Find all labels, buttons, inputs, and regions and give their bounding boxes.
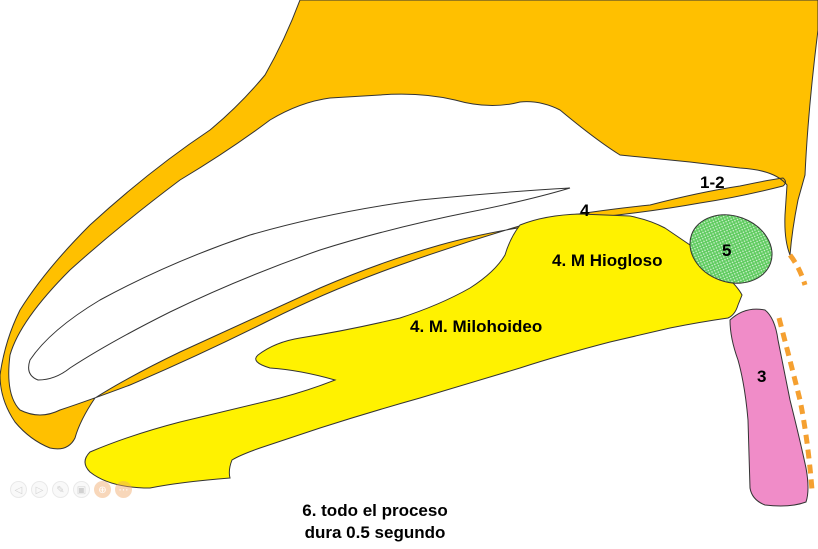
larynx-cartilage	[729, 308, 809, 507]
label-5: 5	[722, 241, 731, 260]
previous-icon[interactable]: ◁	[10, 481, 27, 498]
slides-icon[interactable]: ▣	[73, 481, 90, 498]
hyoid-bone	[689, 214, 773, 284]
more-icon[interactable]: ⋯	[115, 481, 132, 498]
milohyoid-hyoglossus-muscle	[84, 213, 743, 489]
mandible-cavity	[28, 187, 571, 381]
label-3: 3	[757, 367, 766, 386]
label-4: 4	[580, 201, 590, 220]
caption: 6. todo el proceso dura 0.5 segundo	[250, 500, 500, 544]
label-1-2: 1-2	[700, 173, 725, 192]
pharynx-dashed-line-upper	[788, 253, 808, 286]
caption-line-1: 6. todo el proceso	[302, 501, 448, 520]
zoom-icon[interactable]: ⊕	[94, 481, 111, 498]
caption-line-2: dura 0.5 segundo	[304, 523, 446, 542]
pen-icon[interactable]: ✎	[52, 481, 69, 498]
label-hiogloso: 4. M Hiogloso	[552, 251, 663, 270]
slideshow-controls: ◁ ▷ ✎ ▣ ⊕ ⋯	[10, 481, 132, 498]
next-icon[interactable]: ▷	[31, 481, 48, 498]
label-milohoideo: 4. M. Milohoideo	[410, 317, 542, 336]
